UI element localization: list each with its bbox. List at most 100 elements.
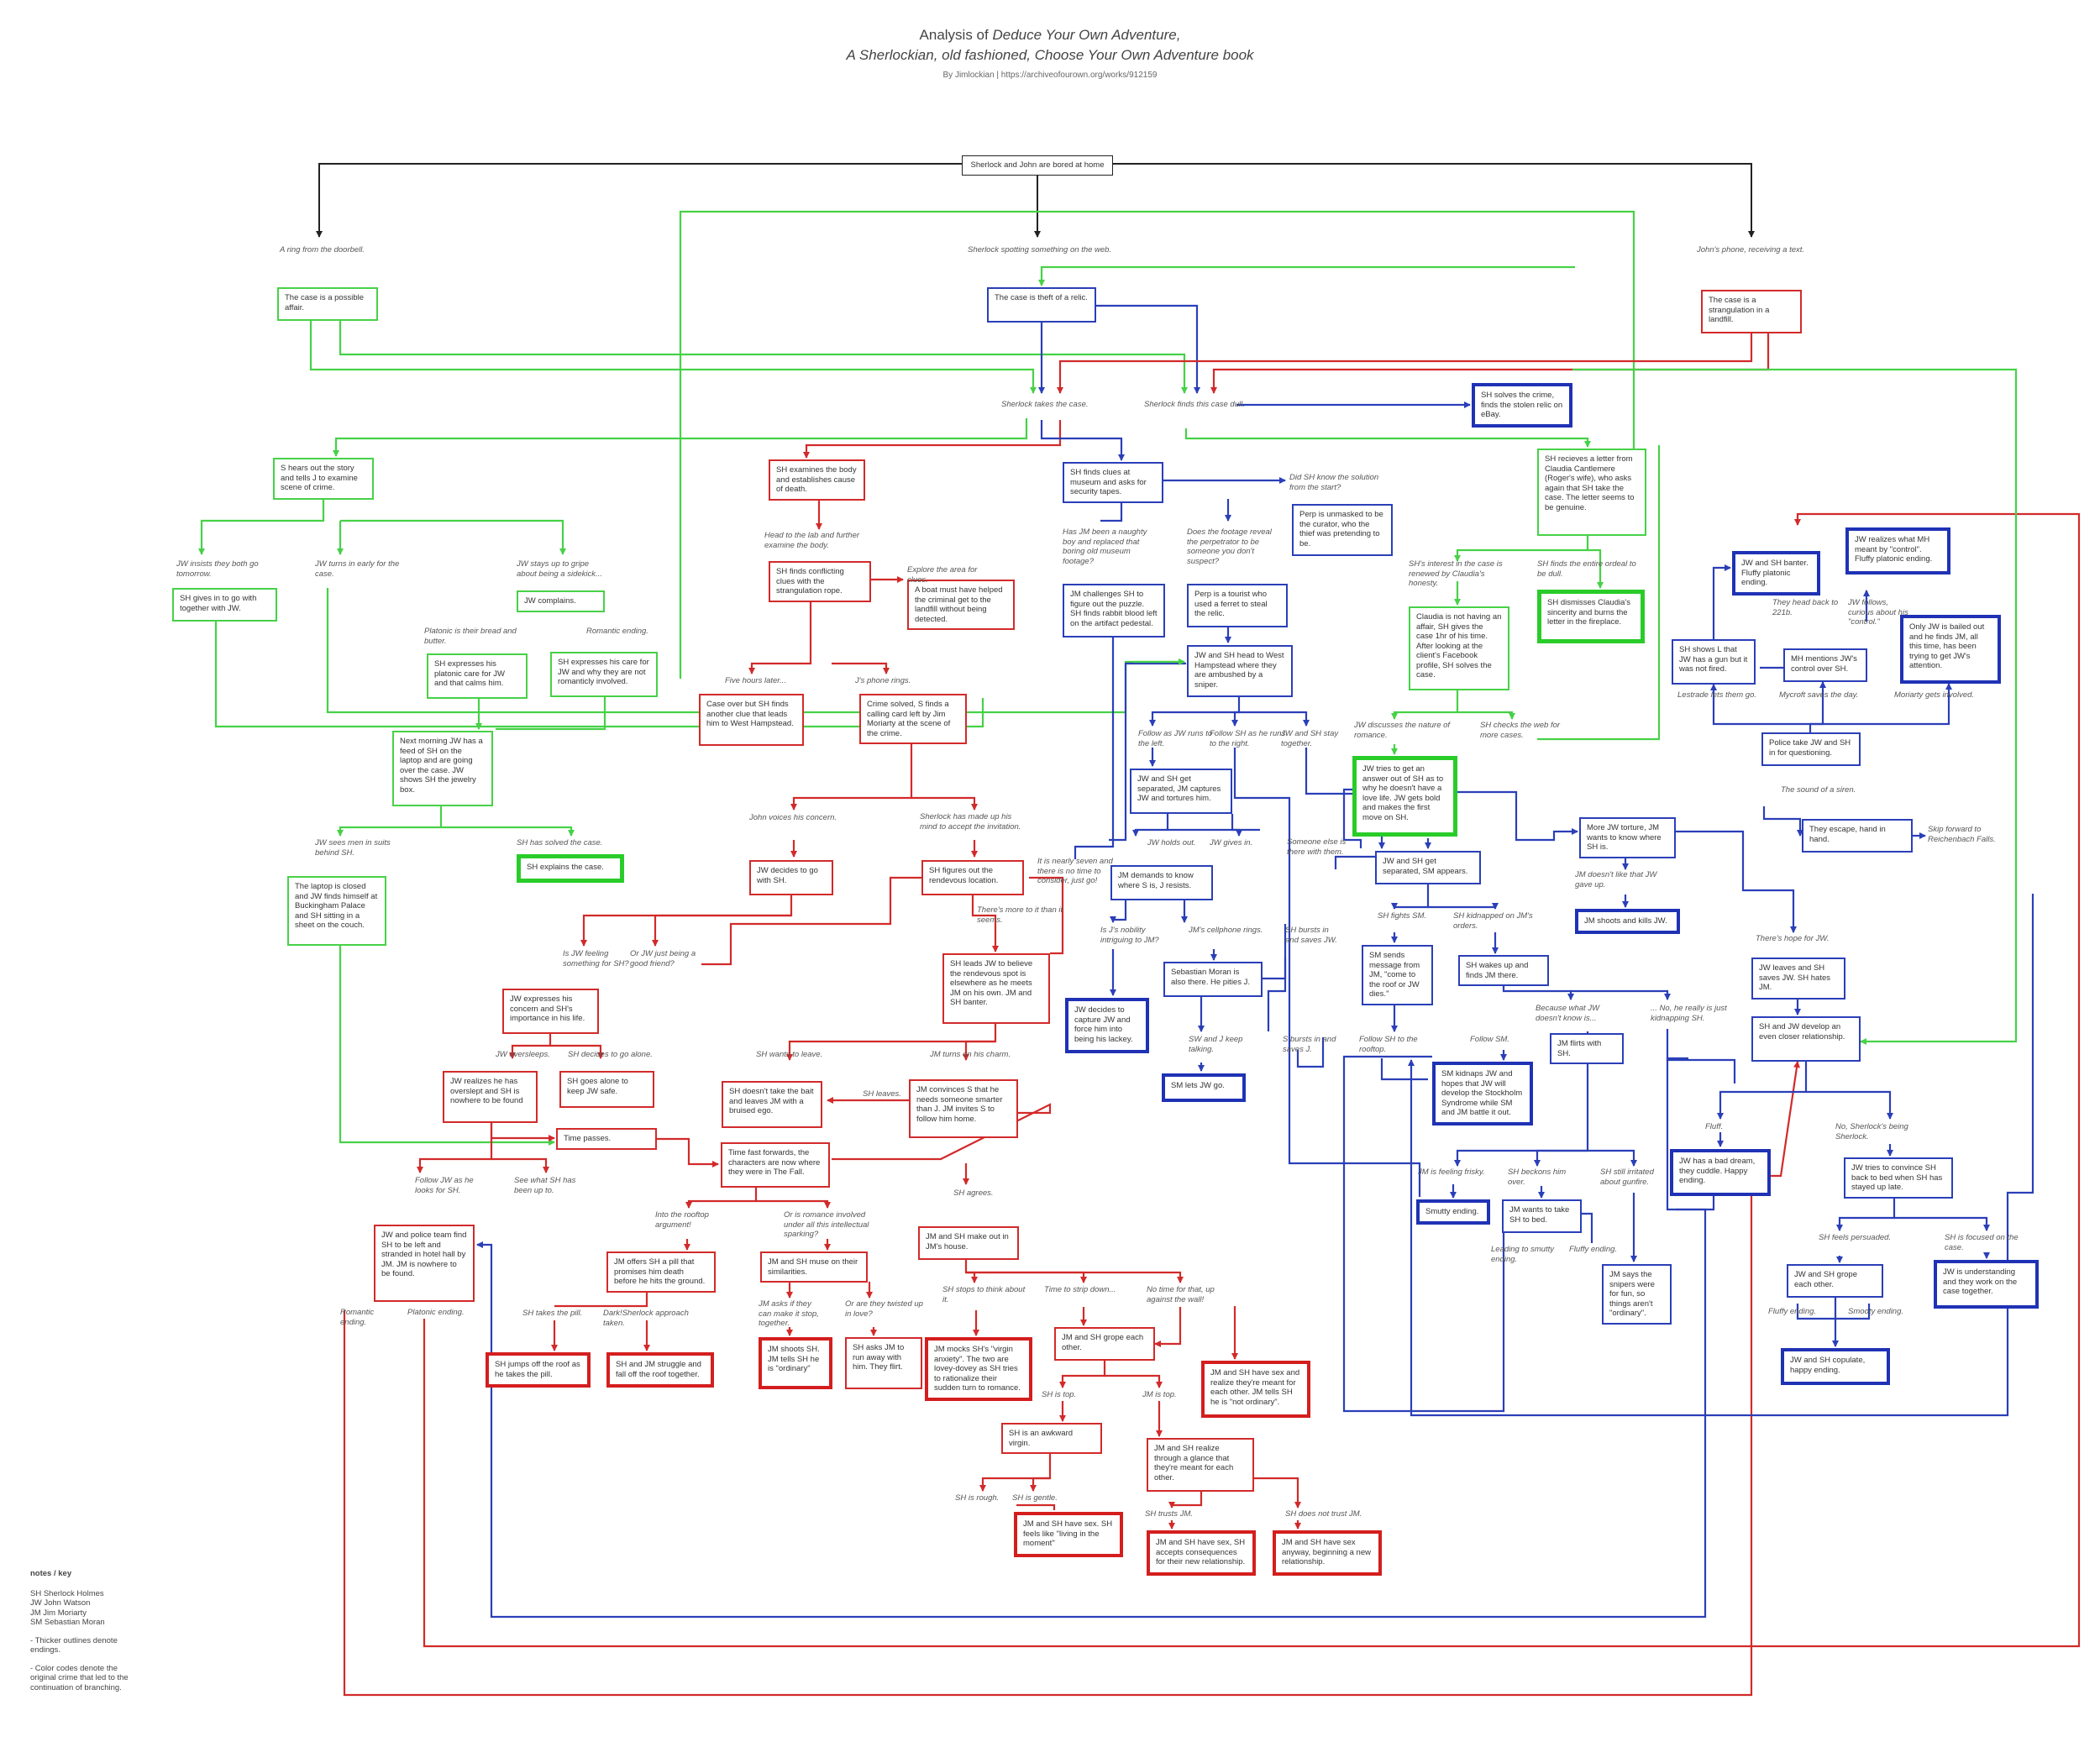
choice-label: Into the rooftop argument! xyxy=(655,1210,709,1230)
flow-node-g-case: The case is a possible affair. xyxy=(277,287,378,321)
flow-node-r-alone: SH goes alone to keep JW safe. xyxy=(559,1071,654,1108)
connector-line xyxy=(1113,163,1755,238)
choice-label: Follow JW as he looks for SH. xyxy=(415,1176,474,1195)
choice-label: A ring from the doorbell. xyxy=(280,245,365,254)
connector-line xyxy=(1100,499,1123,522)
flow-node-b-wakes: SH wakes up and finds JM there. xyxy=(1458,955,1549,986)
connector-line xyxy=(1233,748,1421,1197)
flow-node-r-shoots: JM shoots SH. JM tells SH he is "ordinar… xyxy=(759,1337,832,1389)
flow-node-b-letsgo: SM lets JW go. xyxy=(1162,1073,1246,1102)
flow-node-b-moretorture: More JW torture, JM wants to know where … xyxy=(1579,817,1676,858)
connector-line xyxy=(832,662,890,674)
choice-label: Explore the area for clues. xyxy=(907,565,978,585)
flow-node-r-leads: SH leads JW to believe the rendevous spo… xyxy=(942,953,1050,1024)
choice-label: SH's interest in the case is renewed by … xyxy=(1409,559,1503,588)
connector-line xyxy=(1571,989,1671,1000)
flow-node-r-bait: SH doesn't take the bait and leaves JM w… xyxy=(722,1081,822,1128)
connector-line xyxy=(1454,1055,1589,1167)
connector-line xyxy=(1149,697,1241,727)
connector-line xyxy=(1806,1090,1893,1120)
flow-node-g-answer: JW tries to get an answer out of SH as t… xyxy=(1352,756,1457,837)
choice-label: SW and J keep talking. xyxy=(1189,1035,1243,1054)
key-title: notes / key xyxy=(30,1569,72,1578)
flow-node-b-bailed: Only JW is bailed out and he finds JM, a… xyxy=(1900,615,2001,684)
key-abbrev: SH Sherlock Holmes xyxy=(30,1588,104,1598)
flow-node-r-glance: JM and SH realize through a glance that … xyxy=(1147,1438,1254,1492)
connector-line xyxy=(1796,1298,1837,1320)
connector-line xyxy=(1132,814,1169,837)
choice-label: Five hours later... xyxy=(725,676,787,685)
connector-line xyxy=(1762,806,1803,837)
choice-label: SH feels persuaded. xyxy=(1819,1233,1892,1242)
choice-label: Mycroft saves the day. xyxy=(1779,690,1859,700)
connector-line xyxy=(1676,830,1797,933)
choice-label: SH still irritated about gunfire. xyxy=(1600,1167,1654,1187)
choice-label: No time for that, up against the wall! xyxy=(1147,1285,1215,1304)
flow-node-g-story: S hears out the story and tells J to exa… xyxy=(273,458,374,500)
diagram-title: Analysis of Deduce Your Own Adventure, xyxy=(0,27,2100,44)
choice-label: Skip forward to Reichenbach Falls. xyxy=(1928,825,1996,844)
connector-line xyxy=(790,744,913,811)
choice-label: SH wants to leave. xyxy=(756,1050,823,1059)
connector-line xyxy=(1810,683,1952,726)
flow-node-g-complains: JW complains. xyxy=(517,590,605,612)
title-prefix: Analysis of xyxy=(919,27,993,43)
choice-label: SH trusts JM. xyxy=(1145,1509,1194,1519)
connector-line xyxy=(685,1188,758,1209)
choice-label: It is nearly seven and there is no time … xyxy=(1037,857,1113,885)
connector-line xyxy=(748,601,812,674)
choice-label: JW stays up to gripe about being a sidek… xyxy=(517,559,602,579)
flow-node-b-escape: They escape, hand in hand. xyxy=(1802,819,1913,853)
notes-key: notes / key SH Sherlock Holmes JW John W… xyxy=(30,1569,139,1692)
connector-line xyxy=(786,1024,997,1061)
connector-line xyxy=(339,946,555,1146)
connector-line xyxy=(756,1199,831,1209)
connector-line xyxy=(1391,690,1459,720)
key-abbrev: JW John Watson xyxy=(30,1598,91,1608)
flow-node-g-morning: Next morning JW has a feed of SH on the … xyxy=(392,731,493,806)
choice-label: Romantic ending. xyxy=(340,1308,375,1327)
connector-line xyxy=(966,1271,1184,1283)
flow-node-b-convince: JW tries to convince SH back to bed when… xyxy=(1844,1157,1953,1199)
choice-label: Dark!Sherlock approach taken. xyxy=(603,1309,689,1328)
flow-node-r-police: JW and police team find SH to be left an… xyxy=(374,1225,475,1302)
choice-label: SH stops to think about it. xyxy=(942,1285,1026,1304)
flow-node-g-explains: SH explains the case. xyxy=(517,854,624,883)
connector-line xyxy=(417,1123,493,1173)
connector-line xyxy=(652,914,791,947)
flow-node-r-rope: SH finds conflicting clues with the stra… xyxy=(769,561,871,602)
choice-label: Time to strip down... xyxy=(1044,1285,1116,1294)
connector-line xyxy=(1666,1029,1736,1084)
choice-label: JW discusses the nature of romance. xyxy=(1354,721,1451,740)
connector-line xyxy=(337,806,443,837)
choice-label: JW and SH stay together. xyxy=(1281,729,1339,748)
flow-node-r-solved: Crime solved, S finds a calling card lef… xyxy=(859,694,967,744)
connector-line xyxy=(496,697,606,731)
connector-line xyxy=(1109,662,1186,842)
flow-node-r-rendez: SH figures out the rendevous location. xyxy=(921,860,1024,895)
connector-line xyxy=(1154,1307,1182,1347)
flow-node-r-concern: JW expresses his concern and SH's import… xyxy=(502,989,599,1034)
flow-node-g-dismiss: SH dismisses Claudia's sincerity and bur… xyxy=(1537,590,1645,643)
connector-line xyxy=(1030,1477,1050,1492)
choice-label: JM doesn't like that JW gave up. xyxy=(1575,870,1657,889)
choice-label: Has JM been a naughty boy and replaced t… xyxy=(1063,527,1147,566)
flow-node-b-kills: JM shoots and kills JW. xyxy=(1575,909,1680,934)
diagram-subtitle: A Sherlockian, old fashioned, Choose You… xyxy=(846,47,1254,63)
connector-line xyxy=(1040,420,1125,461)
choice-label: Follow SH to the rooftop. xyxy=(1359,1035,1418,1054)
choice-label: There's more to it than it seems. xyxy=(977,905,1063,925)
flow-node-r-makeout: JM and SH make out in JM's house. xyxy=(918,1226,1019,1260)
choice-label: SH does not trust JM. xyxy=(1285,1509,1362,1519)
flow-node-r-struggle: SH and JM struggle and fall off the roof… xyxy=(606,1352,714,1388)
connector-line xyxy=(309,321,1037,394)
flow-node-b-museum: SH finds clues at museum and asks for se… xyxy=(1063,462,1163,503)
flow-node-b-understanding: JW is understanding and they work on the… xyxy=(1934,1260,2039,1309)
flow-node-r-case: The case is a strangulation in a landfil… xyxy=(1701,290,1802,333)
connector-line xyxy=(1110,900,1127,923)
choice-label: JW sees men in suits behind SH. xyxy=(315,838,391,858)
connector-line xyxy=(441,826,575,837)
choice-label: Sherlock has made up his mind to accept … xyxy=(920,812,1021,832)
choice-label: JM's cellphone rings. xyxy=(1189,926,1263,935)
choice-label: JM is top. xyxy=(1142,1390,1177,1399)
